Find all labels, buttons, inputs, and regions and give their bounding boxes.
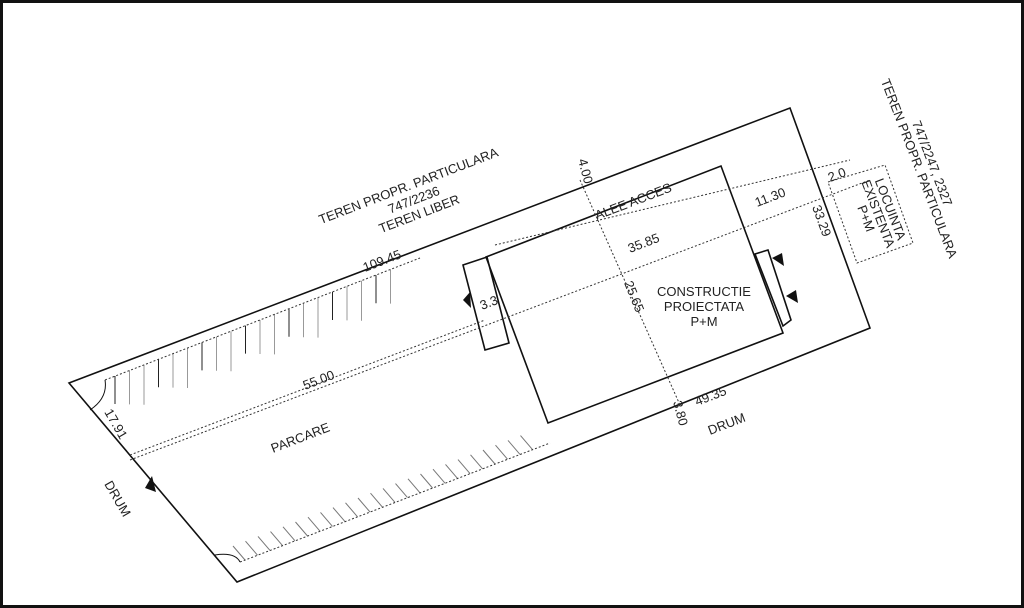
corner-arc-bottom	[214, 553, 241, 563]
parking-stripe	[457, 459, 471, 474]
parking-stripe	[232, 545, 246, 561]
parking-label: PARCARE	[269, 420, 332, 456]
road-west-label: DRUM	[101, 478, 133, 519]
parking-stripe	[470, 454, 483, 470]
arrow-right-1	[772, 253, 784, 266]
building-line3: P+M	[690, 314, 717, 329]
parking-stripe	[432, 468, 446, 484]
dim-line-top	[494, 159, 851, 246]
parking-curb-bottom	[239, 442, 551, 563]
parking-stripe	[407, 478, 421, 494]
parking-stripe	[520, 435, 533, 450]
dim-right-width: 33.29	[809, 203, 834, 239]
parking-stripe	[495, 444, 508, 460]
annex-right	[753, 249, 792, 328]
parking-stripe	[357, 497, 371, 513]
dim-line-55	[129, 319, 486, 456]
building-label: CONSTRUCTIE PROIECTATA P+M	[657, 284, 751, 329]
dim-left-width: 17.91	[101, 406, 130, 442]
dim-line-length	[129, 179, 871, 461]
access-label: ALEE ACCES	[593, 180, 674, 223]
dim-building-length: 35.85	[626, 230, 662, 256]
parking-stripe	[270, 531, 283, 546]
dim-side-gap-right: 11.30	[753, 184, 788, 209]
dim-line-access	[579, 179, 681, 406]
parking-stripe	[245, 540, 258, 556]
dim-side-gap-left: 3.3	[478, 292, 500, 312]
dim-bottom-segment: 49.35	[693, 383, 729, 409]
parking-curb-top	[104, 257, 421, 381]
parking-stripe	[307, 516, 321, 532]
parking-stripe	[257, 536, 271, 551]
parking-stripe	[332, 507, 346, 522]
arrow-annex-left	[463, 292, 471, 308]
arrow-right-2	[786, 290, 798, 303]
proposed-building	[484, 164, 785, 425]
parking-stripe	[320, 512, 333, 527]
dim-access-width: 4.00	[575, 157, 596, 185]
parking-stripe	[370, 492, 383, 508]
parking-stripe	[382, 488, 396, 503]
building-line1: CONSTRUCTIE	[657, 284, 751, 299]
dim-bottom-gap: 3.80	[670, 399, 691, 427]
parking-stripe	[345, 502, 358, 518]
parking-stripe	[507, 440, 521, 455]
arrow-west	[145, 476, 156, 492]
plot-boundary	[67, 106, 872, 583]
parking-stripe	[395, 483, 408, 498]
dim-building-width: 25.65	[621, 279, 647, 315]
parking-stripes	[114, 269, 533, 561]
parking-stripe	[445, 464, 458, 479]
dim-house-offset: 2.0	[826, 164, 848, 184]
annex-left	[462, 255, 510, 351]
parking-stripe	[482, 449, 496, 465]
dim-top-length: 109.45	[361, 247, 403, 275]
road-south-label: DRUM	[706, 410, 748, 438]
parking-stripe	[282, 526, 296, 542]
building-line2: PROIECTATA	[664, 299, 745, 314]
neighbor-nw: TEREN PROPR. PARTICULARA 747/2236 TEREN …	[317, 144, 501, 236]
parking-stripe	[420, 473, 433, 489]
corner-arc	[89, 379, 106, 411]
parking-stripe	[295, 521, 308, 537]
